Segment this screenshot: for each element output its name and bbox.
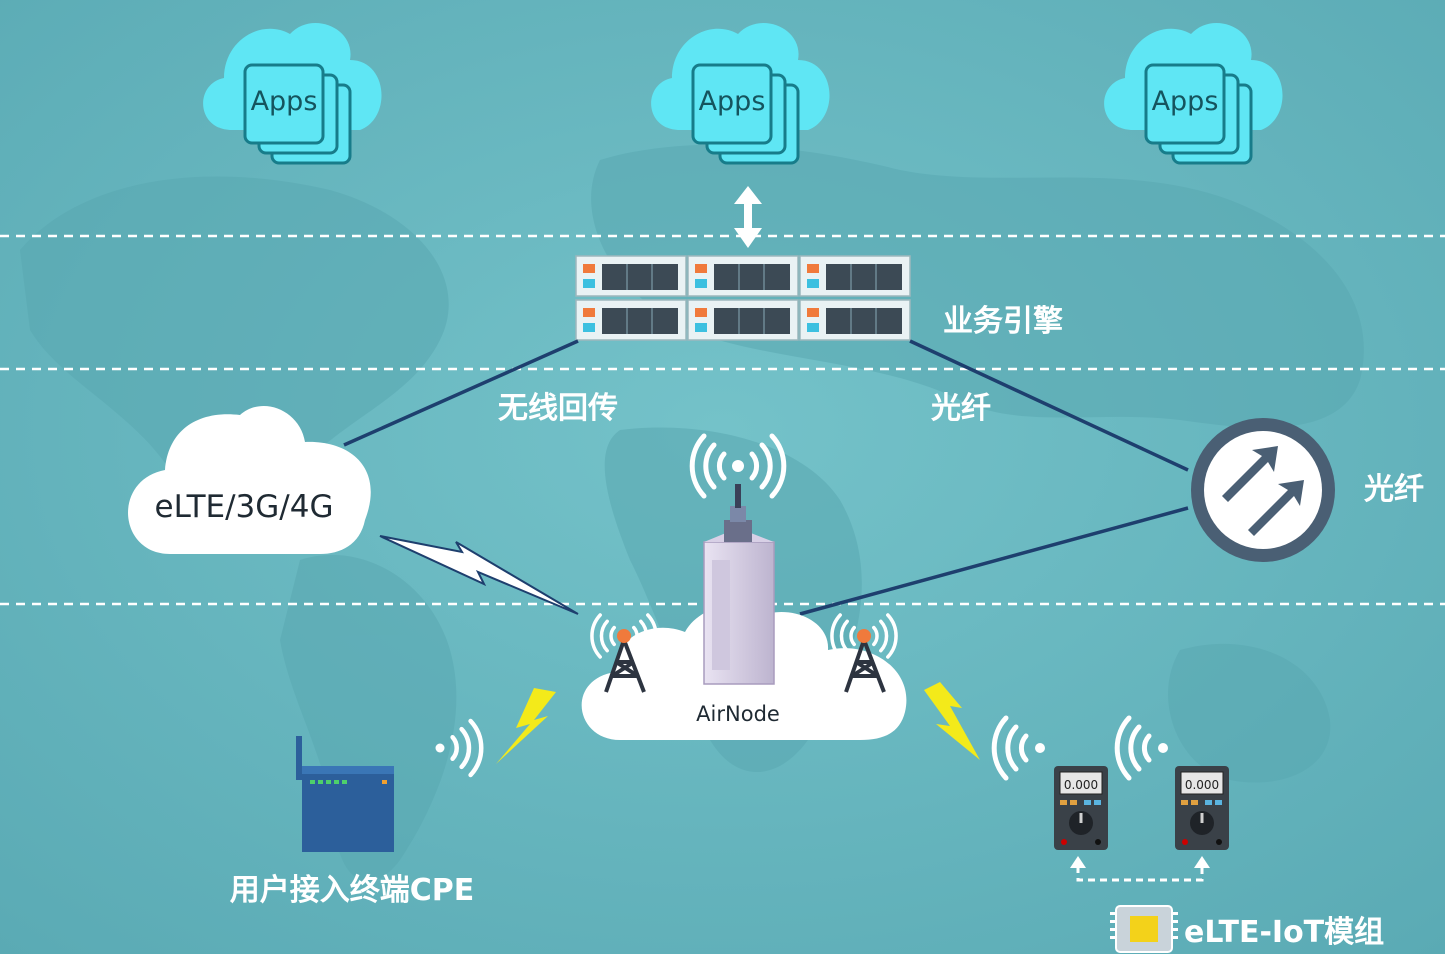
apps-cloud-2: Apps <box>651 22 830 165</box>
cpe-wireless-waves-icon <box>435 721 482 775</box>
wireless-backhaul-link <box>343 339 579 447</box>
cpe-device-icon <box>296 736 394 852</box>
iot-module-label: eLTE-IoT模组 <box>1184 915 1384 950</box>
airnode-label: AirNode <box>696 702 780 726</box>
meter-link-arrow-icon <box>1070 856 1210 882</box>
apps-stack-icon <box>243 63 352 165</box>
apps-label: Apps <box>699 86 766 117</box>
apps-label: Apps <box>1152 86 1219 117</box>
connection-lines <box>343 339 1189 616</box>
iot-meter-left-icon: 0.000 <box>1054 766 1108 850</box>
fiber-link-airnode <box>799 506 1189 616</box>
meter-reading: 0.000 <box>1064 778 1098 792</box>
iot-meter-right-icon: 0.000 <box>1175 766 1229 850</box>
wireless-backhaul-label: 无线回传 <box>498 391 618 426</box>
wireless-link-lightning-icon <box>379 535 579 615</box>
apps-stack-icon <box>691 63 800 165</box>
cpe-label: 用户接入终端CPE <box>230 873 475 908</box>
fiber-label-top: 光纤 <box>931 391 991 426</box>
apps-cloud-3: Apps <box>1104 22 1283 165</box>
bidirectional-arrow-icon <box>734 186 762 248</box>
apps-stack-icon <box>1144 63 1253 165</box>
mobile-network-label: eLTE/3G/4G <box>155 489 334 525</box>
iot-wireless-waves-left-icon <box>994 718 1045 778</box>
apps-label: Apps <box>251 86 318 117</box>
router-icon <box>1191 418 1335 562</box>
fiber-link-engine <box>909 339 1189 472</box>
meter-reading: 0.000 <box>1185 778 1219 792</box>
service-engine-servers <box>575 255 911 341</box>
antenna-left-icon <box>590 613 658 693</box>
antenna-right-icon <box>830 613 898 693</box>
fiber-label-right: 光纤 <box>1364 472 1424 507</box>
apps-cloud-1: Apps <box>203 22 382 165</box>
lightning-left-icon <box>496 688 556 764</box>
base-station-tower-icon <box>692 436 784 685</box>
lightning-right-icon <box>924 682 980 760</box>
service-engine-label: 业务引擎 <box>943 304 1063 339</box>
world-map-silhouette <box>20 144 1364 882</box>
mobile-network-cloud: eLTE/3G/4G <box>128 405 371 554</box>
iot-wireless-waves-right-icon <box>1117 718 1168 778</box>
iot-chip-icon <box>1110 905 1178 953</box>
